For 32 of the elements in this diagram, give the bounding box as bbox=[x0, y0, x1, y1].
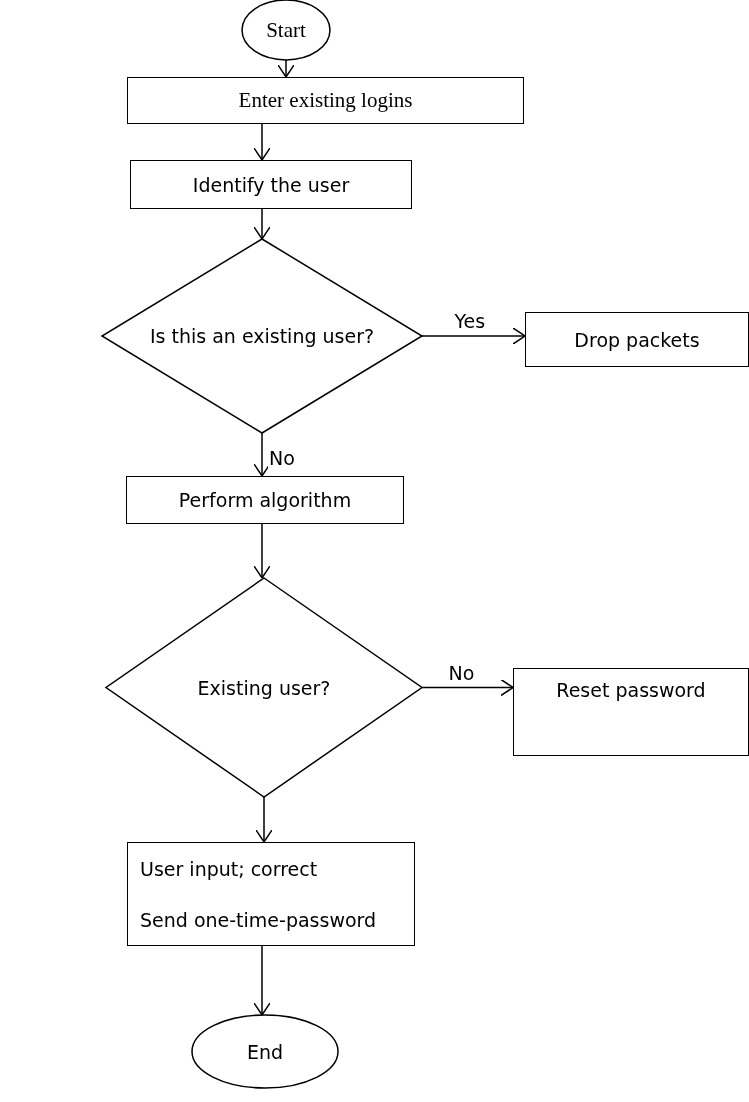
node-text: End bbox=[246, 1040, 284, 1063]
arrow bbox=[421, 678, 514, 697]
process-box bbox=[130, 160, 412, 209]
process-box bbox=[126, 476, 404, 524]
node-text: Reset password bbox=[556, 679, 706, 701]
decision-diamond bbox=[106, 578, 422, 797]
arrow bbox=[253, 432, 271, 477]
process-box bbox=[513, 668, 749, 756]
process-box bbox=[127, 842, 415, 946]
node-text: Perform algorithm bbox=[178, 489, 352, 511]
node-text: Enter existing logins bbox=[238, 88, 413, 113]
arrow bbox=[253, 945, 271, 1016]
edge-label: No bbox=[268, 449, 296, 468]
process-box bbox=[525, 312, 749, 367]
process-box bbox=[127, 77, 524, 124]
arrow bbox=[253, 208, 271, 240]
edge-label: Yes bbox=[453, 312, 487, 331]
node-text: Existing user? bbox=[197, 676, 331, 699]
arrow bbox=[253, 523, 271, 579]
arrow bbox=[277, 59, 295, 78]
terminal-ellipse bbox=[192, 1015, 338, 1088]
edge-label: No bbox=[447, 663, 476, 683]
arrow bbox=[421, 327, 526, 345]
arrow bbox=[253, 123, 271, 161]
node-text: User input; correct bbox=[140, 857, 318, 880]
arrow bbox=[255, 796, 273, 843]
node-text: Start bbox=[266, 17, 306, 43]
node-text: Is this an existing user? bbox=[149, 325, 375, 347]
node-text: Identify the user bbox=[192, 173, 350, 196]
node-text: Send one-time-password bbox=[140, 908, 377, 931]
decision-diamond bbox=[102, 239, 422, 433]
node-text: Drop packets bbox=[574, 328, 700, 351]
